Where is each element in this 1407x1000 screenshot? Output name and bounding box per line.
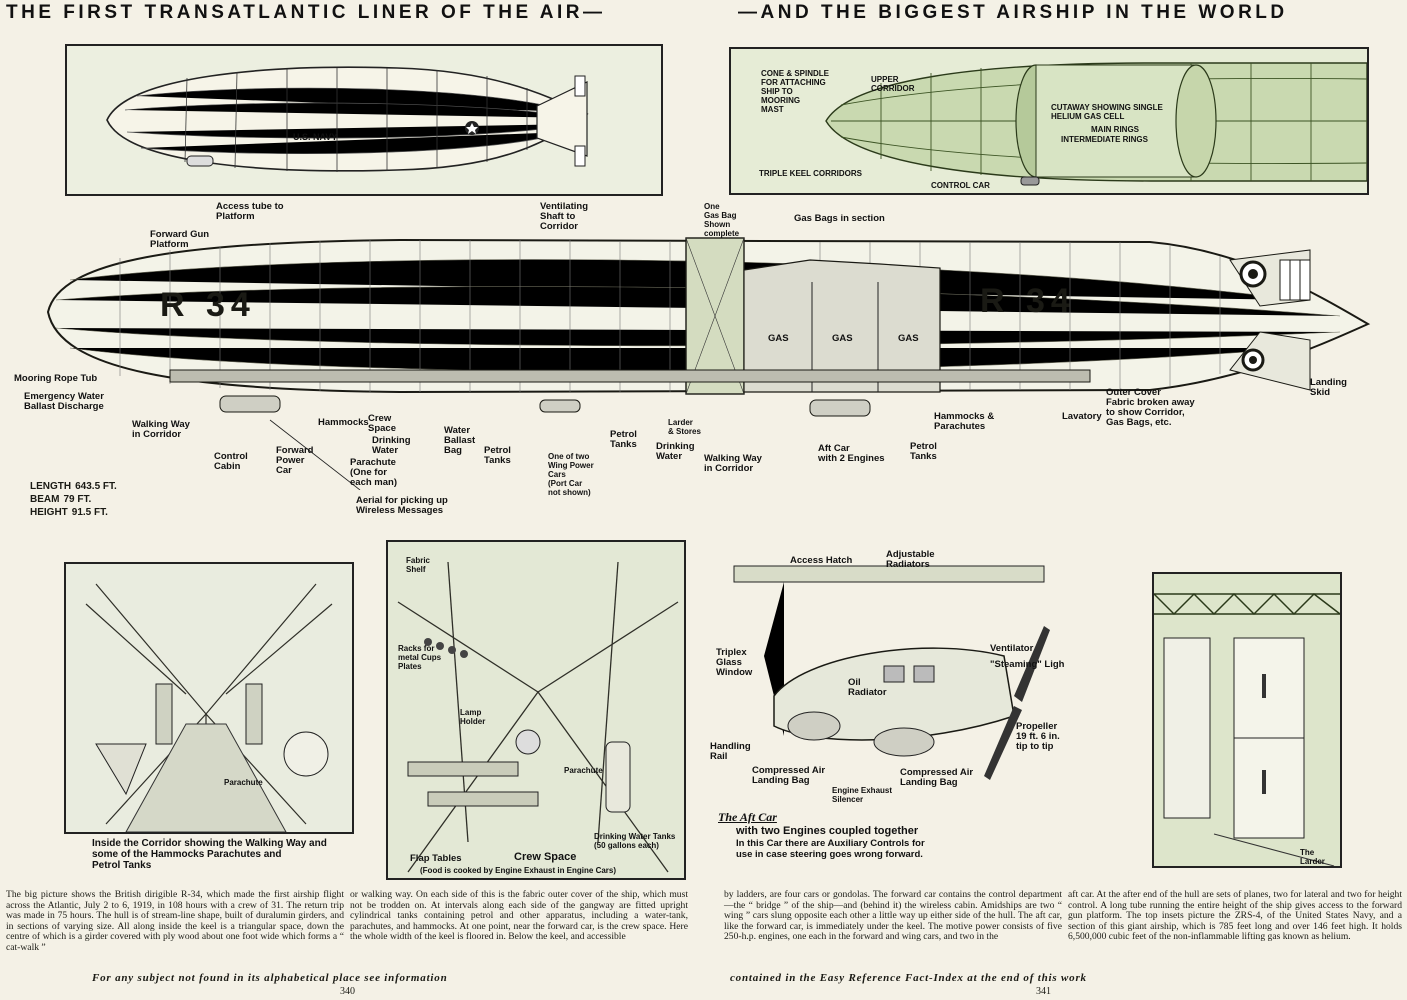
oil-radiator-label: Oil Radiator bbox=[848, 677, 887, 698]
r34-registration-aft: R 34 bbox=[980, 282, 1076, 320]
flap-tables-label: Flap Tables bbox=[410, 853, 462, 864]
aft-car-label: Aft Car with 2 Engines bbox=[818, 443, 885, 464]
crew-space-panel: Fabric Shelf Racks for metal Cups Plates… bbox=[386, 540, 686, 880]
control-car-label: CONTROL CAR bbox=[931, 181, 990, 190]
text-column-4: aft car. At the after end of the hull ar… bbox=[1068, 889, 1402, 943]
petrol-tanks-label-3: Petrol Tanks bbox=[910, 441, 937, 462]
gas-label-1: GAS bbox=[768, 333, 789, 344]
handling-rail-label: Handling Rail bbox=[710, 741, 751, 762]
cutaway-panel: CONE & SPINDLE FOR ATTACHING SHIP TO MOO… bbox=[729, 47, 1369, 195]
corridor-parachute-label: Parachute bbox=[224, 778, 263, 787]
cone-label: CONE & SPINDLE FOR ATTACHING SHIP TO MOO… bbox=[761, 69, 830, 114]
larder-panel: The Larder bbox=[1152, 572, 1342, 868]
drinking-tanks-label: Drinking Water Tanks (50 gallons each) bbox=[594, 832, 676, 850]
crew-space-illustration bbox=[397, 561, 679, 873]
spec-label: LENGTH bbox=[30, 481, 72, 492]
navy-label: U.S. NAVY bbox=[293, 132, 338, 142]
headline-left: THE FIRST TRANSATLANTIC LINER OF THE AIR… bbox=[6, 2, 606, 23]
gas-bags-section-label: Gas Bags in section bbox=[794, 213, 885, 224]
drinking-water-label: Drinking Water bbox=[372, 435, 411, 456]
access-hatch-label: Access Hatch bbox=[790, 555, 853, 566]
navy-airship-illustration bbox=[106, 66, 589, 172]
crew-space-caption: Crew Space bbox=[514, 851, 577, 863]
aft-car-title: The Aft Car bbox=[718, 810, 777, 824]
hammocks-parachutes-label: Hammocks & Parachutes bbox=[934, 411, 995, 432]
larder-caption: The Larder bbox=[1300, 848, 1325, 866]
crew-parachute-label: Parachute bbox=[564, 766, 603, 775]
aft-car-note: In this Car there are Auxiliary Controls… bbox=[736, 838, 925, 860]
text-column-3: by ladders, are four cars or gondolas. T… bbox=[724, 889, 1062, 943]
larder-illustration bbox=[1154, 592, 1340, 866]
footer-right: contained in the Easy Reference Fact-Ind… bbox=[730, 972, 1087, 984]
lavatory-label: Lavatory bbox=[1062, 411, 1102, 422]
emergency-water-label: Emergency Water Ballast Discharge bbox=[24, 391, 104, 412]
drinking-water-label-2: Drinking Water bbox=[656, 441, 695, 462]
petrol-tanks-label-2: Petrol Tanks bbox=[610, 429, 637, 450]
upper-corridor-label: UPPER CORRIDOR bbox=[871, 75, 915, 93]
text-column-1: The big picture shows the British dirigi… bbox=[6, 889, 344, 953]
cutaway-illustration bbox=[825, 62, 1367, 186]
petrol-tanks-label-1: Petrol Tanks bbox=[484, 445, 511, 466]
walking-way-label-1: Walking Way in Corridor bbox=[132, 419, 190, 440]
water-ballast-label: Water Ballast Bag bbox=[444, 425, 476, 456]
spec-value: 91.5 FT. bbox=[71, 507, 108, 518]
aft-car-illustration bbox=[733, 565, 1050, 780]
crew-space-label: Crew Space bbox=[368, 413, 396, 434]
page-number-right: 341 bbox=[1036, 986, 1051, 997]
forward-power-car-label: Forward Power Car bbox=[276, 445, 314, 476]
access-tube-label: Access tube to Platform bbox=[216, 201, 284, 222]
forward-gun-label: Forward Gun Platform bbox=[150, 229, 210, 250]
spec-label: HEIGHT bbox=[30, 507, 68, 518]
control-cabin-label: Control Cabin bbox=[214, 451, 248, 472]
aft-car-subtitle: with two Engines coupled together bbox=[736, 825, 919, 837]
spec-label: BEAM bbox=[30, 494, 60, 505]
compressed-air-label-2: Compressed Air Landing Bag bbox=[900, 767, 974, 788]
gas-label-2: GAS bbox=[832, 333, 853, 344]
gas-label-3: GAS bbox=[898, 333, 919, 344]
aft-car-panel: Access Hatch Adjustable Radiators Ventil… bbox=[704, 546, 1064, 810]
wing-power-cars-label: One of two Wing Power Cars (Port Car not… bbox=[548, 452, 594, 497]
spec-value: 643.5 FT. bbox=[75, 481, 117, 492]
main-rings-label: MAIN RINGS bbox=[1091, 125, 1139, 134]
cutaway-label: CUTAWAY SHOWING SINGLE HELIUM GAS CELL bbox=[1051, 103, 1163, 121]
steaming-light-label: "Steaming" Light bbox=[990, 659, 1064, 670]
racks-label: Racks for metal Cups Plates bbox=[398, 644, 442, 671]
ventilating-shaft-label: Ventilating Shaft to Corridor bbox=[540, 201, 589, 232]
engine-exhaust-label: Engine Exhaust Silencer bbox=[832, 786, 893, 804]
footer-left: For any subject not found in its alphabe… bbox=[92, 972, 448, 984]
mooring-rope-label: Mooring Rope Tub bbox=[14, 373, 98, 384]
intermediate-rings-label: INTERMEDIATE RINGS bbox=[1061, 135, 1148, 144]
corridor-panel: Parachute bbox=[64, 562, 354, 834]
r34-registration-fore: R 34 bbox=[160, 286, 256, 324]
walking-way-label-2: Walking Way in Corridor bbox=[704, 453, 762, 474]
fabric-shelf-label: Fabric Shelf bbox=[406, 556, 431, 574]
one-gas-bag-label: One Gas Bag Shown complete bbox=[704, 202, 740, 238]
food-note: (Food is cooked by Engine Exhaust in Eng… bbox=[420, 866, 617, 875]
lamp-holder-label: Lamp Holder bbox=[460, 708, 486, 726]
ventilator-label: Ventilator bbox=[990, 643, 1034, 654]
landing-skid-label: Landing Skid bbox=[1310, 377, 1347, 398]
propeller-label: Propeller 19 ft. 6 in. tip to tip bbox=[1016, 721, 1060, 752]
adjustable-radiators-label: Adjustable Radiators bbox=[886, 549, 935, 570]
hammocks-label: Hammocks bbox=[318, 417, 369, 428]
corridor-illustration bbox=[85, 583, 333, 832]
triplex-label: Triplex Glass Window bbox=[716, 647, 753, 678]
headline-right: —AND THE BIGGEST AIRSHIP IN THE WORLD bbox=[738, 2, 1288, 23]
spec-value: 79 FT. bbox=[63, 494, 92, 505]
parachute-label: Parachute (One for each man) bbox=[350, 457, 397, 488]
page-number-left: 340 bbox=[340, 986, 355, 997]
triple-keel-label: TRIPLE KEEL CORRIDORS bbox=[759, 169, 862, 178]
text-column-2: or walking way. On each side of this is … bbox=[350, 889, 688, 943]
larder-stores-label: Larder & Stores bbox=[668, 418, 701, 436]
compressed-air-label-1: Compressed Air Landing Bag bbox=[752, 765, 826, 786]
aerial-label: Aerial for picking up Wireless Messages bbox=[356, 495, 448, 516]
navy-airship-panel: U.S. NAVY bbox=[65, 44, 663, 196]
outer-cover-label: Outer Cover Fabric broken away to show C… bbox=[1106, 387, 1195, 428]
corridor-caption: Inside the Corridor showing the Walking … bbox=[92, 838, 327, 871]
r34-airship-illustration bbox=[46, 237, 1371, 490]
